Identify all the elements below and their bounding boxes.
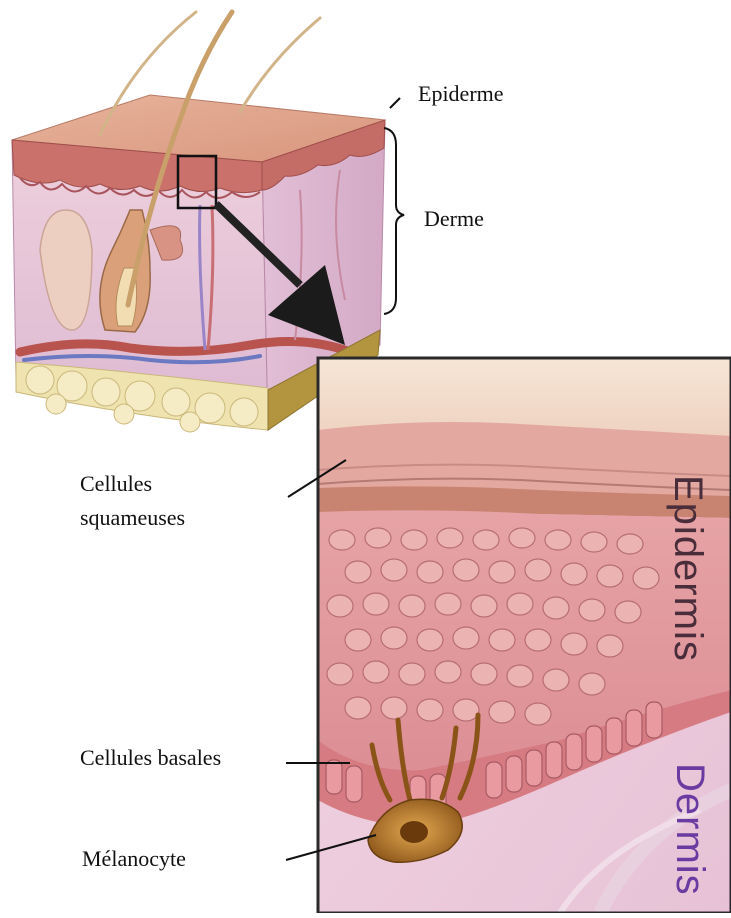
label-derme: Derme: [424, 205, 484, 233]
label-cellules-squameuses-2: squameuses: [80, 504, 185, 532]
inset-label-dermis: Dermis: [665, 763, 715, 887]
label-melanocyte: Mélanocyte: [82, 845, 186, 873]
label-cellules-basales: Cellules basales: [80, 744, 221, 772]
derme-bracket: [384, 98, 404, 314]
label-cellules-squameuses-1: Cellules: [80, 470, 152, 498]
label-epiderme: Epiderme: [418, 80, 504, 108]
inset-label-epidermis: Epidermis: [663, 475, 713, 655]
